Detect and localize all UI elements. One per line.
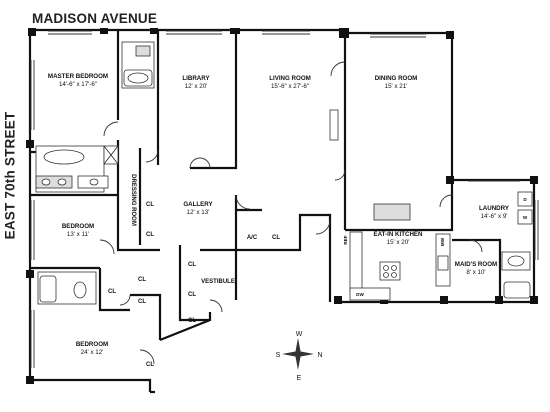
room-name-eat-in-kitchen: EAT-IN KITCHEN (373, 231, 423, 238)
compass-south: S (276, 352, 281, 359)
room-dims-dining-room: 15' x 21' (385, 83, 408, 90)
label-dw: DW (356, 292, 364, 297)
closet-label: CL (272, 235, 280, 241)
room-dims-bedroom-2: 24' x 12' (81, 349, 104, 356)
closet-label: CL (138, 299, 146, 305)
closet-label: CL (108, 289, 116, 295)
compass-north: N (317, 352, 322, 359)
fixtures (35, 41, 533, 305)
street-label-madison-avenue: MADISON AVENUE (32, 11, 158, 26)
closet-label: CL (138, 277, 146, 283)
room-dims-library: 12' x 20' (185, 83, 208, 90)
room-name-gallery: GALLERY (183, 201, 213, 208)
room-name-bedroom-2: BEDROOM (76, 341, 108, 348)
interior-walls (30, 30, 502, 340)
closet-label: CL (146, 202, 154, 208)
compass-rose: W S N E (276, 331, 323, 382)
room-dims-laundry: 14'-6" x 9' (481, 213, 508, 220)
room-name-bedroom-1: BEDROOM (62, 223, 94, 230)
closet-label: CL (146, 362, 154, 368)
label-mw: MW (440, 237, 445, 246)
room-dims-living-room: 15'-6" x 27'-6" (271, 83, 309, 90)
room-name-dressing-room: DRESSING ROOM (130, 174, 136, 226)
room-dims-eat-in-kitchen: 15' x 20' (387, 239, 410, 246)
room-dims-master-bedroom: 14'-6" x 17'-6" (59, 81, 97, 88)
closet-label: CL (188, 292, 196, 298)
closet-label: CL (146, 232, 154, 238)
door-swings (99, 61, 483, 365)
room-dims-gallery: 12' x 13' (187, 209, 210, 216)
room-name-maids-room: MAID'S ROOM (455, 261, 497, 268)
label-dryer: D (523, 197, 527, 202)
compass-west: W (296, 331, 303, 338)
label-washer: W (523, 215, 528, 220)
room-dims-maids-room: 8' x 10' (466, 269, 485, 276)
room-name-living-room: LIVING ROOM (269, 75, 311, 82)
room-name-vestibule: VESTIBULE (201, 279, 235, 285)
compass-needle-horizontal (282, 351, 314, 357)
label-ac: A/C (247, 235, 258, 241)
compass-east: E (297, 375, 302, 382)
room-name-library: LIBRARY (182, 75, 210, 82)
room-name-laundry: LAUNDRY (479, 205, 510, 212)
label-ref: REF (343, 235, 348, 244)
closet-label: CL (188, 262, 196, 268)
room-dims-bedroom-1: 13' x 11' (67, 231, 89, 238)
room-name-dining-room: DINING ROOM (375, 75, 418, 82)
room-name-master-bedroom: MASTER BEDROOM (48, 73, 108, 80)
closet-label: CL (188, 318, 196, 324)
